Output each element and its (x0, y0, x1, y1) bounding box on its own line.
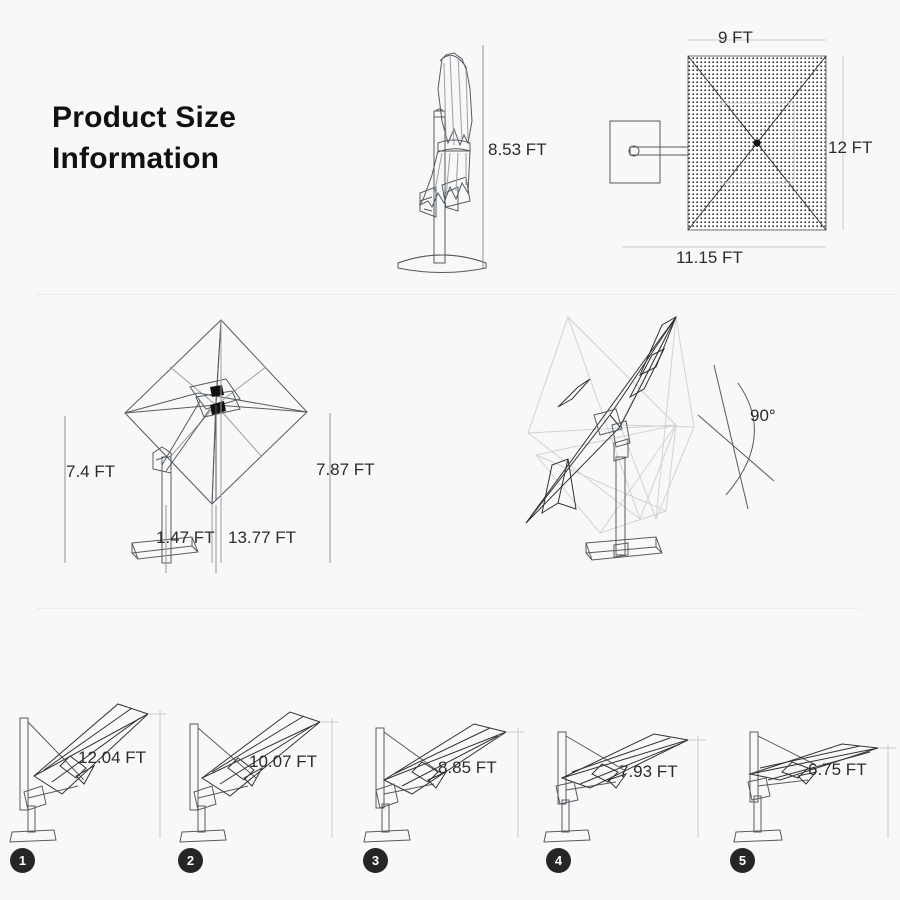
tilt-position-4-drawing (543, 731, 706, 843)
open-left-height-label: 7.4 FT (66, 462, 116, 481)
tilt-position-2-drawing (179, 711, 338, 843)
open-umbrella-drawing (64, 319, 331, 573)
open-base-offset-label: 1.47 FT (156, 528, 215, 547)
canopy-right-height-label: 12 FT (828, 138, 873, 157)
rotation-view-drawing (525, 315, 775, 561)
tilt-height-4-label: 7.93 FT (619, 762, 678, 781)
tilt-position-1-drawing (9, 703, 166, 843)
tilt-badge-1: 1 (10, 848, 35, 873)
section-divider-2 (38, 608, 860, 609)
page-title: Product Size Information (52, 98, 352, 179)
tilt-badge-4: 4 (546, 848, 571, 873)
canopy-top-view-drawing (609, 39, 844, 248)
tilt-position-3-drawing (363, 723, 524, 843)
tilt-badge-5: 5 (730, 848, 755, 873)
page-title-line-2: Information (52, 141, 220, 175)
closed-height-dimension-label: 8.53 FT (488, 140, 547, 159)
open-right-height-label: 7.87 FT (316, 460, 375, 479)
page-title-line-1: Product Size (52, 101, 237, 134)
closed-umbrella-drawing (397, 45, 487, 273)
tilt-badge-2: 2 (178, 848, 203, 873)
tilt-badge-3: 3 (363, 848, 388, 873)
section-divider-1 (38, 294, 896, 295)
rotation-angle-label: 90° (750, 406, 776, 425)
tilt-height-1-label: 12.04 FT (78, 748, 147, 767)
canopy-top-width-label: 9 FT (718, 28, 753, 47)
tilt-height-2-label: 10.07 FT (249, 752, 318, 771)
tilt-height-3-label: 8.85 FT (438, 758, 497, 777)
tilt-height-5-label: 6.75 FT (808, 760, 867, 779)
canopy-bottom-width-label: 11.15 FT (676, 248, 743, 267)
open-span-label: 13.77 FT (228, 528, 297, 547)
tilt-position-5-drawing (733, 731, 896, 843)
